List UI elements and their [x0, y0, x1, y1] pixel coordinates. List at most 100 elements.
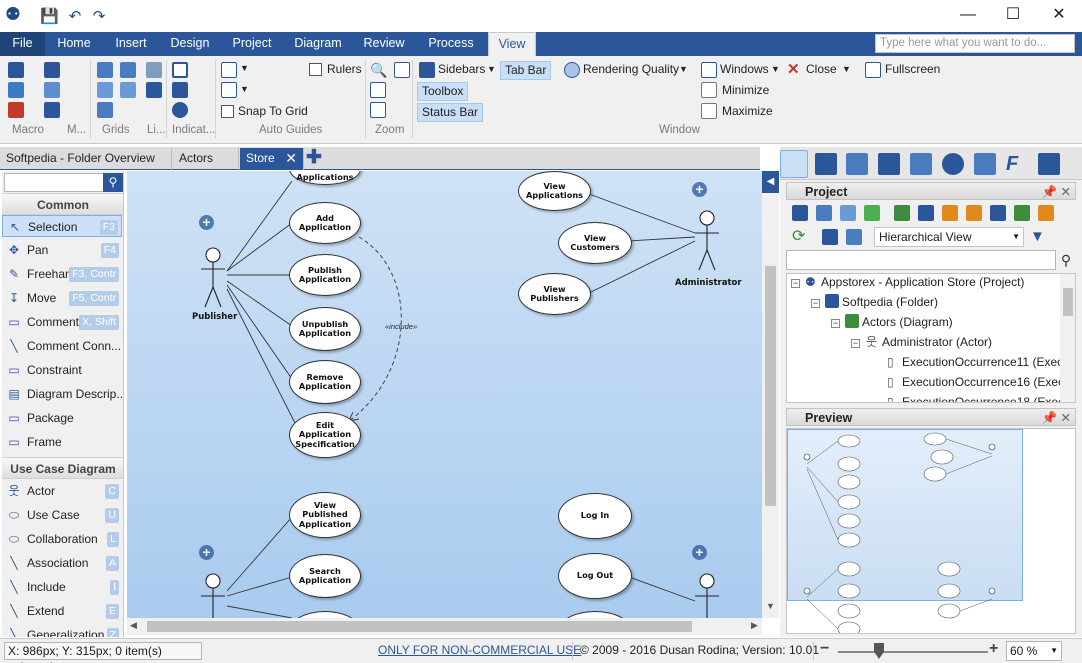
grid-dots-icon[interactable] [120, 62, 136, 78]
tab-insert[interactable]: Insert [115, 36, 147, 50]
toolbox-item[interactable]: ▭Package [2, 407, 122, 429]
maximize-icon[interactable] [701, 103, 717, 119]
scroll-right-icon[interactable]: ▶ [751, 620, 758, 630]
redo-icon[interactable]: ↷ [92, 8, 106, 25]
zoom-width-icon[interactable] [370, 102, 386, 118]
guides-icon[interactable] [221, 82, 237, 98]
toolbox-item[interactable]: ▤Diagram Descrip... [2, 383, 123, 405]
search-icon[interactable]: ⚲ [103, 173, 123, 192]
tree-item-folder[interactable]: Softpedia (Folder) [842, 295, 939, 309]
search-icon[interactable]: ⚲ [1060, 252, 1072, 268]
add-element-icon[interactable] [864, 205, 880, 221]
tree-collapse-icon[interactable]: − [851, 338, 860, 348]
use-case-add-application[interactable]: Add Application [289, 202, 361, 244]
toolbox-toggle[interactable]: Toolbox [417, 82, 469, 101]
zoom-level-select[interactable]: 60 % ▼ [1006, 641, 1062, 661]
project-search-input[interactable] [786, 250, 1056, 270]
undo-icon[interactable]: ↶ [68, 8, 82, 25]
minimize-icon[interactable] [701, 82, 717, 98]
grid-icon[interactable] [97, 62, 113, 78]
grid-snap-icon[interactable] [120, 82, 136, 98]
macro-stop-icon[interactable] [8, 102, 24, 118]
rendering-quality-button[interactable]: Rendering Quality [583, 62, 680, 76]
chart-icon[interactable] [910, 153, 932, 175]
chevron-down-icon[interactable]: ▼ [240, 84, 249, 94]
activity-icon[interactable] [1038, 205, 1054, 221]
line-jump-icon[interactable] [146, 82, 162, 98]
tree-collapse-icon[interactable]: − [831, 318, 840, 328]
minimize-button[interactable]: Minimize [722, 83, 770, 97]
snap-to-grid-checkbox[interactable] [221, 105, 234, 118]
zoom-icon[interactable]: 🔍 [370, 62, 388, 78]
shapes-icon[interactable] [878, 153, 900, 175]
macro-record-icon[interactable] [8, 62, 24, 78]
add-actor-icon[interactable]: + [199, 215, 214, 230]
sidebars-icon[interactable] [419, 62, 435, 78]
component-icon[interactable] [966, 205, 982, 221]
macro-edit-icon[interactable] [44, 62, 60, 78]
doc-tab-actors[interactable]: Actors [173, 148, 239, 170]
fullscreen-icon[interactable] [865, 62, 881, 78]
scroll-down-icon[interactable]: ▼ [766, 601, 775, 611]
use-case-publish-application[interactable]: Publish Application [289, 254, 361, 296]
use-case-view-published-application[interactable]: View Published Application [289, 492, 361, 538]
use-case-log-in[interactable]: Log In [558, 493, 632, 539]
horizontal-scrollbar[interactable]: ◀ ▶ [127, 618, 762, 635]
diagram-canvas[interactable]: + + + + Publisher Administrator «include… [127, 171, 762, 618]
pin-close-icon[interactable]: 📌 ✕ [1041, 411, 1071, 425]
layers-icon[interactable] [974, 153, 996, 175]
scrollbar-thumb[interactable] [1063, 288, 1073, 316]
tree-item-execution[interactable]: ExecutionOccurrence18 (Execu [902, 395, 1071, 403]
windows-button[interactable]: Windows [720, 62, 769, 76]
zoom-page-icon[interactable] [394, 62, 410, 78]
package-icon[interactable] [942, 205, 958, 221]
macro-play-icon[interactable] [8, 82, 24, 98]
status-bar-toggle[interactable]: Status Bar [417, 103, 484, 122]
collapse-arrow-icon[interactable]: ◀ [762, 171, 779, 193]
tree-item-actor[interactable]: Administrator (Actor) [882, 335, 993, 349]
zoom-in-icon[interactable]: + [989, 640, 999, 657]
use-case-view-publishers[interactable]: View Publishers [518, 273, 591, 315]
grid-size-icon[interactable] [97, 102, 113, 118]
expand-icon[interactable] [822, 229, 838, 245]
toolbox-search-input[interactable] [4, 173, 104, 192]
fullscreen-button[interactable]: Fullscreen [885, 62, 941, 76]
macro-list-icon[interactable] [44, 102, 60, 118]
toolbox-item[interactable]: ╲Comment Conn... [2, 335, 122, 357]
rendering-quality-icon[interactable] [564, 62, 580, 78]
macro-settings-icon[interactable] [44, 82, 60, 98]
tab-diagram[interactable]: Diagram [294, 36, 342, 50]
license-link[interactable]: ONLY FOR NON-COMMERCIAL USE [378, 643, 582, 657]
toolbox-item[interactable]: ▭Constraint [2, 359, 122, 381]
tree-collapse-icon[interactable]: − [791, 278, 800, 288]
close-window-button[interactable]: ✕ [1052, 6, 1066, 23]
chevron-down-icon[interactable]: ▼ [771, 64, 780, 74]
indicator-add-icon[interactable] [172, 102, 188, 118]
document-icon[interactable] [846, 153, 868, 175]
sidebars-button[interactable]: Sidebars [438, 62, 486, 76]
actor-publisher-label[interactable]: Publisher [192, 312, 238, 322]
filter-icon[interactable]: ▼ [1030, 228, 1045, 245]
minimize-window-button[interactable]: — [960, 6, 976, 23]
table-grid-icon[interactable] [221, 62, 237, 78]
save-icon[interactable]: 💾 [40, 8, 59, 25]
tree-item-execution[interactable]: ExecutionOccurrence11 (Execu [902, 355, 1070, 369]
close-button[interactable]: Close [806, 62, 837, 76]
chevron-down-icon[interactable]: ▼ [240, 63, 249, 73]
tab-view[interactable]: View [488, 32, 536, 56]
zoom-slider-track[interactable] [838, 651, 988, 653]
use-case-unpublish-application[interactable]: Unpublish Application [289, 307, 361, 351]
add-diagram-icon[interactable] [840, 205, 856, 221]
scrollbar-thumb[interactable] [765, 266, 776, 506]
add-actor-icon[interactable]: + [692, 182, 707, 197]
use-case-view-customers[interactable]: View Customers [558, 222, 632, 264]
maximize-window-button[interactable]: ☐ [1005, 6, 1021, 23]
windows-icon[interactable] [701, 62, 717, 78]
vertical-scrollbar[interactable]: ◀ ▼ [762, 171, 779, 618]
